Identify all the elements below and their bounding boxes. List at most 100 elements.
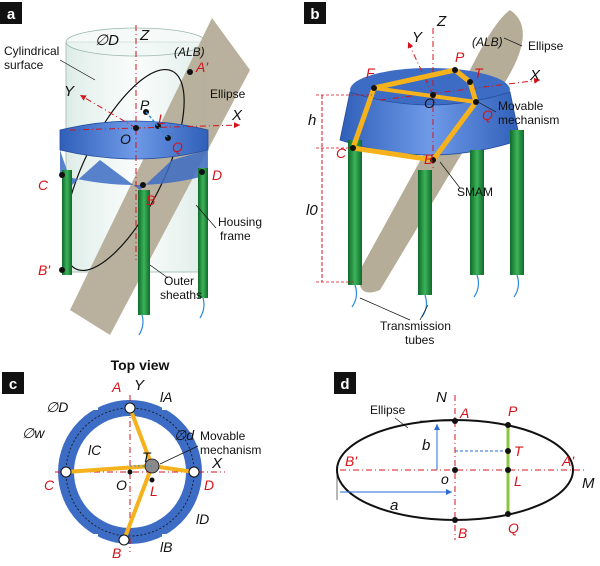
b-ellipse-label: Ellipse — [528, 39, 564, 53]
b-point-o — [430, 92, 436, 98]
b-tube-c-line — [351, 284, 358, 308]
a-sheath-leader — [149, 264, 169, 279]
c-point-l — [149, 477, 155, 483]
a-point-b-prime — [59, 267, 65, 273]
b-point-b — [430, 157, 436, 163]
d-ellipse-label: Ellipse — [370, 403, 406, 417]
b-tube-d — [510, 130, 524, 275]
c-movable-line2: mechanism — [200, 443, 261, 457]
b-x-axis — [379, 77, 541, 101]
d-t-label: T — [514, 443, 524, 459]
b-point-t — [467, 79, 473, 85]
panel-d-tag: d — [340, 376, 349, 393]
c-b-label: B — [112, 545, 121, 561]
c-joint-b — [118, 534, 130, 546]
c-title: Top view — [111, 357, 170, 373]
d-b-point-label: B — [458, 525, 467, 541]
b-yellow-cross-link — [373, 86, 477, 104]
b-tube-c — [348, 140, 362, 285]
panel-b-tag-bg — [304, 2, 326, 24]
a-c-label: C — [38, 177, 49, 193]
b-h-label: h — [308, 112, 316, 129]
c-ld-label: lD — [196, 511, 209, 527]
d-point-a — [452, 418, 458, 424]
d-point-q — [505, 511, 511, 517]
a-cylindrical-surface-line2: surface — [4, 58, 44, 72]
b-tube-b — [418, 170, 432, 295]
b-o-label: O — [424, 95, 435, 111]
b-q-label: Q — [482, 107, 493, 123]
b-ellipse-leader — [503, 37, 523, 47]
d-point-b — [452, 517, 458, 523]
c-mech-leader — [159, 445, 199, 465]
d-a-dim-label: a — [390, 497, 398, 514]
panel-b-tag: b — [310, 6, 319, 23]
a-point-c — [59, 172, 65, 178]
b-y-label: Y — [412, 29, 423, 46]
b-transmission-line1: Transmission — [380, 319, 451, 333]
panel-d: d N Ellipse A P b B' T A' o L M a — [334, 372, 595, 541]
c-phi-d-label: ∅d — [174, 427, 195, 443]
a-housing-frame-line2: frame — [220, 229, 251, 243]
c-link-a — [128, 407, 154, 467]
b-l0-label: l0 — [306, 202, 318, 219]
d-ellipse-leader — [394, 417, 409, 429]
sheath-c — [62, 170, 72, 275]
b-smam-leader — [439, 161, 461, 189]
b-c-label: C — [336, 145, 347, 161]
c-notch-3 — [82, 534, 98, 544]
d-b-label: b — [422, 437, 430, 454]
d-p-label: P — [508, 403, 518, 419]
b-tube-2-line — [473, 274, 480, 298]
b-tube-2 — [470, 150, 484, 275]
c-notch-2 — [162, 400, 178, 410]
d-a-label: A — [459, 405, 469, 421]
a-outer-sheaths-line2: sheaths — [160, 288, 202, 302]
panel-c: c Top view A Y lA ∅D ∅d ∅w Movable — [2, 357, 261, 561]
a-l-label: L — [158, 111, 166, 127]
a-point-o — [133, 125, 139, 131]
d-point-l — [505, 467, 511, 473]
c-l-label: L — [150, 483, 158, 499]
c-joint-a — [124, 402, 136, 414]
c-point-o — [127, 469, 133, 475]
b-tubes-leader-2 — [419, 304, 429, 321]
b-tubes-leader-1 — [359, 297, 411, 321]
panel-c-tag: c — [9, 376, 17, 393]
b-p-label: P — [455, 49, 465, 65]
c-notch-4 — [162, 534, 178, 544]
b-transmission-line2: tubes — [405, 333, 434, 347]
d-point-p — [505, 422, 511, 428]
c-c-label: C — [44, 477, 55, 493]
d-o-label: o — [441, 471, 449, 487]
sheath-b-tube — [138, 314, 144, 336]
c-joint-d — [188, 466, 200, 478]
a-point-a-prime — [187, 69, 193, 75]
panel-b: b Z Y — [304, 2, 564, 347]
housing-frame-legs — [60, 150, 208, 190]
c-phi-D-label: ∅D — [46, 399, 68, 415]
panel-a: a ∅D Z Y X C — [0, 2, 262, 336]
c-movable-line1: Movable — [200, 429, 246, 443]
d-point-t — [505, 448, 511, 454]
a-cylindrical-surface-line1: Cylindrical — [4, 44, 59, 58]
c-t-label: T — [142, 449, 152, 465]
c-o-label: O — [116, 477, 127, 493]
b-point-p — [452, 67, 458, 73]
c-link-b — [122, 465, 154, 541]
b-alb-label: (ALB) — [472, 35, 503, 49]
panel-d-tag-bg — [334, 372, 356, 394]
panel-a-tag-bg — [0, 2, 22, 24]
panel-c-tag-bg — [2, 372, 24, 394]
a-ellipse-label: Ellipse — [210, 87, 246, 101]
d-b-prime-label: B' — [345, 453, 358, 469]
c-la-label: lA — [160, 389, 172, 405]
b-z-label: Z — [436, 13, 447, 30]
b-movable-line1: Movable — [498, 99, 544, 113]
c-lb-label: lB — [160, 539, 172, 555]
a-b-prime-label: B' — [38, 262, 51, 278]
d-a-prime-label: A' — [561, 453, 575, 469]
d-l-label: L — [514, 473, 522, 489]
a-point-d — [199, 169, 205, 175]
